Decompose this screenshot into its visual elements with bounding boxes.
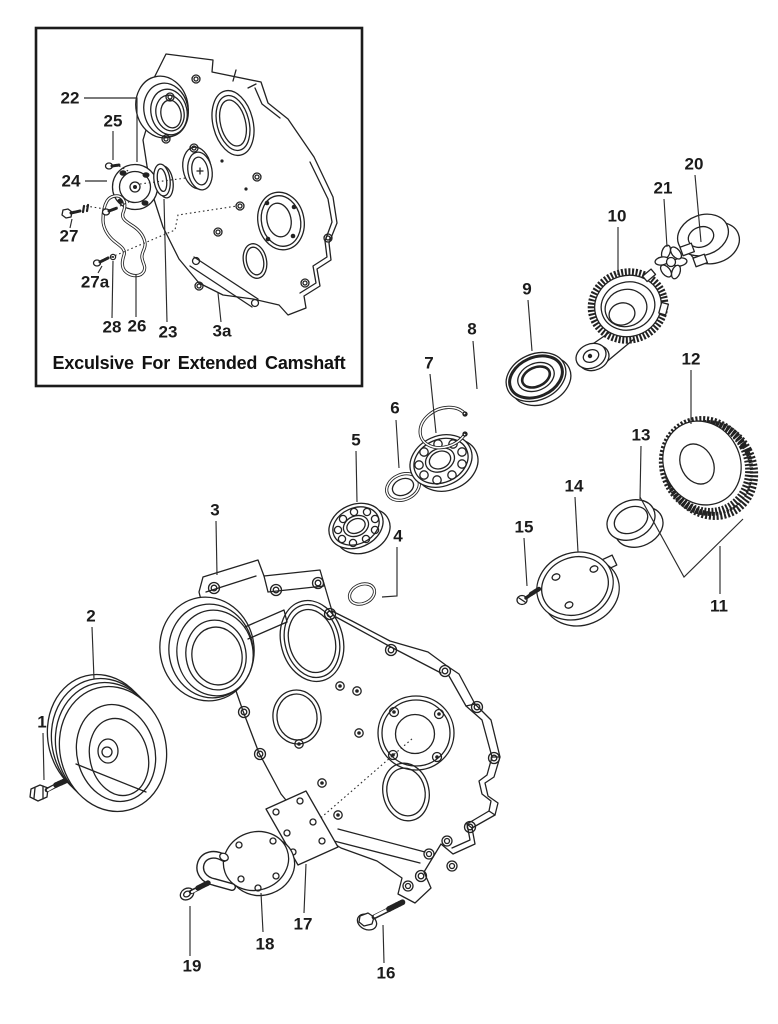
callout-21: 21 [653, 178, 673, 198]
callout-11: 11 [710, 596, 728, 616]
callout-3: 3 [210, 500, 220, 520]
inset-washer-28 [109, 253, 117, 261]
inset-screw-25 [104, 162, 121, 170]
callout-22: 22 [60, 88, 80, 108]
inset-leader-lines [69, 97, 222, 323]
snap-ring-8 [418, 405, 468, 450]
group-bracket-11 [639, 496, 744, 594]
callout-25: 25 [103, 111, 123, 131]
inset-screw-27a [92, 256, 110, 267]
inset-gasket-26 [101, 194, 147, 278]
main-leader-lines [42, 174, 702, 964]
cover-plate-18 [196, 830, 296, 897]
callout-16: 16 [376, 963, 396, 983]
callout-2: 2 [86, 606, 96, 626]
callout-12: 12 [681, 349, 701, 369]
screw-15 [516, 586, 542, 606]
callout-15: 15 [514, 517, 534, 537]
callout-9: 9 [522, 279, 532, 299]
bearing-5 [328, 502, 391, 555]
callout-8: 8 [467, 319, 477, 339]
callout-6: 6 [390, 398, 400, 418]
inset-alignment-dotted-lines [85, 165, 238, 260]
callout-13: 13 [631, 425, 651, 445]
flange-14 [536, 551, 620, 627]
callout-23: 23 [158, 322, 178, 342]
pulley-2 [46, 673, 168, 813]
inset-bolt-27 [61, 203, 90, 219]
callout-28: 28 [102, 317, 122, 337]
callout-10: 10 [607, 206, 627, 226]
o-ring-4 [347, 582, 377, 606]
inset-caption: Exculsive For Extended Camshaft [52, 353, 346, 373]
callout-5: 5 [351, 430, 361, 450]
callout-4: 4 [393, 526, 403, 546]
oil-seal-9 [505, 351, 572, 407]
callout-24: 24 [61, 171, 81, 191]
bolt-16 [356, 899, 406, 931]
bearing-7 [409, 434, 479, 492]
callout-1: 1 [37, 712, 47, 732]
callout-27: 27 [59, 226, 79, 246]
idler-gear-12 [658, 416, 759, 520]
screw-19 [179, 880, 211, 901]
spacer-ring-13 [606, 499, 664, 548]
callout-7: 7 [424, 353, 434, 373]
inset-timing-cover-3a [135, 53, 338, 316]
coupling-spider-21 [654, 244, 688, 280]
timing-cover-3 [159, 559, 501, 904]
callout-27a: 27a [80, 272, 110, 292]
callout-20: 20 [684, 154, 704, 174]
cover-alignment-dotted-line [300, 737, 414, 836]
callout-3a: 3a [212, 321, 232, 341]
callout-19: 19 [182, 956, 202, 976]
bolt-1 [29, 777, 70, 802]
callout-14: 14 [564, 476, 584, 496]
camshaft-gear-10 [575, 268, 670, 372]
callout-18: 18 [255, 934, 275, 954]
callout-26: 26 [127, 316, 147, 336]
coupling-half-20 [676, 213, 741, 268]
callout-17: 17 [293, 914, 313, 934]
inset-pump-plate [111, 163, 159, 211]
inset-gasket-ring-23 [153, 163, 174, 199]
